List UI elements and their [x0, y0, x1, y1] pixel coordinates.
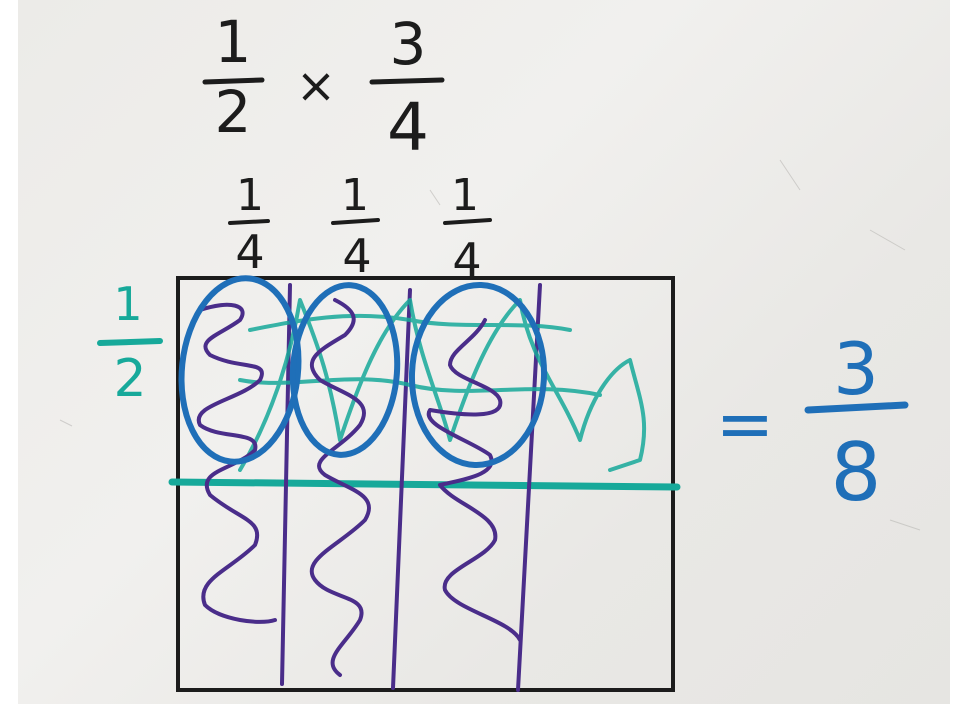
cell-circle	[289, 282, 401, 458]
circled-cells	[178, 275, 548, 468]
board-scuffs	[59, 159, 921, 531]
column-label-numerator: 1	[236, 170, 264, 221]
result-denominator: 8	[831, 426, 882, 519]
half-divider-line	[168, 478, 681, 491]
row-label-denominator: 2	[113, 349, 146, 409]
fraction-bar	[443, 218, 492, 225]
column-label-denominator: 4	[452, 233, 481, 287]
fraction-bar	[202, 77, 265, 85]
left-numerator: 1	[215, 8, 252, 76]
quarter-zigzag	[196, 302, 277, 624]
fraction-bar	[369, 77, 445, 85]
column-label-denominator: 4	[342, 229, 371, 283]
right-numerator: 3	[390, 10, 427, 78]
quarter-zigzag	[426, 318, 522, 642]
quarter-shading	[196, 298, 522, 677]
fraction-bar	[331, 218, 380, 225]
cell-circle	[408, 282, 548, 468]
quarter-zigzag	[309, 298, 371, 677]
quarter-divider-line	[391, 288, 412, 690]
result-numerator: 3	[833, 327, 879, 411]
fraction-bar	[97, 338, 163, 346]
left-denominator: 2	[215, 78, 252, 146]
multiply-operator: ×	[296, 58, 336, 114]
column-label-denominator: 4	[235, 225, 264, 279]
column-label-numerator: 1	[341, 170, 369, 221]
row-label-numerator: 1	[113, 277, 142, 331]
column-label-numerator: 1	[451, 170, 479, 221]
cell-circle	[178, 275, 302, 465]
right-denominator: 4	[387, 89, 429, 166]
fraction-bar	[804, 401, 909, 414]
result-equals: =	[716, 383, 775, 465]
fraction-bar	[228, 219, 270, 225]
